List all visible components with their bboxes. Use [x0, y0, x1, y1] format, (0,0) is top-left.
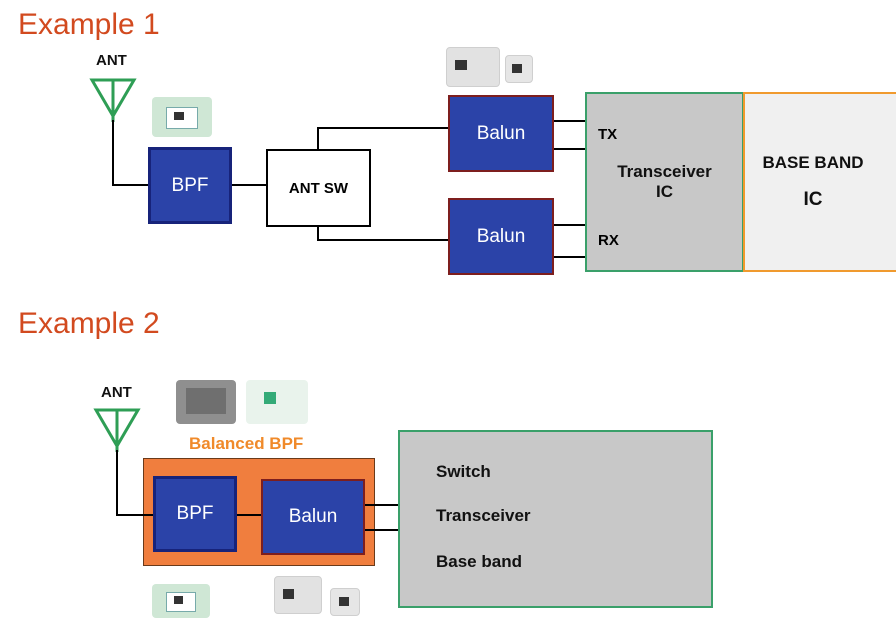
wire-ant2-down	[116, 450, 118, 516]
bpf2-label: BPF	[176, 503, 214, 524]
balanced-bpf-photo-light	[246, 380, 308, 424]
balun-component-photo-small	[505, 55, 533, 83]
balun-bottom-label: Balun	[476, 225, 526, 247]
wire-tx-n	[554, 148, 585, 150]
wire-antsw-up	[317, 127, 319, 149]
transceiver-ic-block: Transceiver IC	[585, 92, 744, 272]
rx-label: RX	[598, 232, 619, 249]
wire-ant2-bpf	[116, 514, 153, 516]
wire-tx-p	[554, 120, 585, 122]
balun-top-block: Balun	[448, 95, 554, 172]
balun-component-photo-large	[446, 47, 500, 87]
transceiver-label: Transceiver	[617, 162, 712, 181]
tx-label: TX	[598, 126, 618, 143]
bpf-block: BPF	[148, 147, 232, 224]
baseband-ic-label: IC	[803, 189, 823, 210]
antenna-icon	[93, 408, 141, 452]
chip-item-switch: Switch	[436, 462, 491, 481]
bpf2-component-photo	[152, 584, 210, 618]
bpf-component-photo	[152, 97, 212, 137]
ant-sw-label: ANT SW	[288, 179, 349, 197]
balanced-bpf-photo-dark	[176, 380, 236, 424]
integrated-chip-block: Switch Transceiver Base band	[398, 430, 713, 608]
wire-diff-n	[365, 529, 398, 531]
balun2-component-photo-large	[274, 576, 322, 614]
wire-ant-down	[112, 120, 114, 186]
bpf2-block: BPF	[153, 476, 237, 552]
example1-title: Example 1	[18, 8, 160, 41]
balun2-label: Balun	[288, 506, 338, 527]
balun-top-label: Balun	[476, 122, 526, 144]
wire-antsw-balun-top	[317, 127, 448, 129]
transceiver-ic-label: IC	[656, 182, 673, 201]
wire-antsw-down	[317, 227, 319, 241]
baseband-label: BASE BAND	[762, 153, 864, 172]
wire-bpf2-balun2	[237, 514, 261, 516]
wire-ant-bpf	[112, 184, 150, 186]
wire-rx-p	[554, 224, 585, 226]
example2-title: Example 2	[18, 307, 160, 340]
balun-bottom-block: Balun	[448, 198, 554, 275]
antenna-icon	[89, 78, 137, 122]
chip-item-baseband: Base band	[436, 552, 522, 571]
baseband-ic-block: BASE BAND IC	[743, 92, 896, 272]
chip-item-transceiver: Transceiver	[436, 506, 531, 525]
wire-rx-n	[554, 256, 585, 258]
ant-sw-block: ANT SW	[266, 149, 371, 227]
wire-antsw-balun-bottom	[317, 239, 448, 241]
wire-diff-p	[365, 504, 398, 506]
balun2-component-photo-small	[330, 588, 360, 616]
ant-label-1: ANT	[96, 52, 127, 69]
ant-label-2: ANT	[101, 384, 132, 401]
balanced-bpf-label: Balanced BPF	[189, 434, 304, 453]
bpf-label: BPF	[171, 174, 209, 196]
wire-bpf-antsw	[232, 184, 266, 186]
balun2-block: Balun	[261, 479, 365, 555]
